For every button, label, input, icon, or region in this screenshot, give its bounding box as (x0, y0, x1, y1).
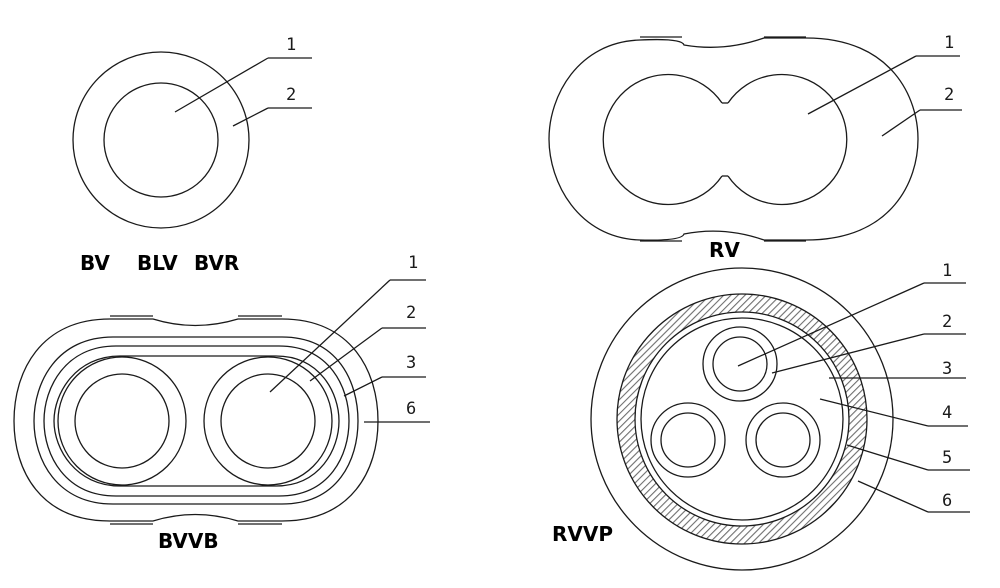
bv-leader-1 (174, 57, 269, 113)
bvvb-wrap-outer (43, 345, 350, 497)
rvvp-core-top-insulation (702, 326, 778, 402)
rvvp-label-1: 1 (942, 261, 952, 281)
rvvp-outer-sheath (590, 267, 894, 571)
bvvb-core-left-conductor (74, 373, 170, 469)
rvvp-label-5: 5 (942, 448, 952, 468)
bvvb-label-3: 3 (406, 353, 416, 373)
rvvp-core-top-conductor (712, 336, 768, 392)
rvvp-cable-section: 1 2 3 4 5 6 RVVP (552, 261, 970, 571)
bv-conductor (103, 82, 219, 198)
bvvb-wrap-inner (53, 355, 340, 487)
caption-blv: BLV (137, 251, 178, 275)
bv-leader-2 (232, 107, 269, 127)
rvvp-inner-sheath (640, 317, 844, 521)
caption-rv: RV (709, 238, 740, 262)
rvvp-label-6: 6 (942, 491, 952, 511)
bvvb-sheath-outer (13, 318, 379, 522)
rvvp-core-left-conductor (660, 412, 716, 468)
bv-insulation (72, 51, 250, 229)
rv-cable-section: 1 2 RV (548, 33, 962, 262)
bvvb-sheath-inner (33, 336, 359, 505)
rv-leader-2 (881, 109, 921, 137)
rvvp-leader-5 (846, 444, 929, 471)
bvvb-label-6: 6 (406, 399, 416, 419)
bvvb-label-1: 1 (408, 253, 418, 273)
rv-conductor-left (602, 73, 723, 206)
rv-leader-1 (807, 55, 917, 115)
rv-sheath-outline (548, 37, 919, 241)
rvvp-leader-2 (771, 333, 925, 374)
bvvb-cable-section: 1 2 3 6 BVVB (13, 253, 430, 553)
bvvb-leader-1 (269, 279, 391, 393)
rvvp-label-2: 2 (942, 312, 952, 332)
bvvb-leader-2 (309, 327, 383, 382)
rvvp-label-3: 3 (942, 359, 952, 379)
rvvp-leader-6 (857, 480, 929, 513)
caption-rvvp: RVVP (552, 522, 613, 546)
bvvb-core-right-conductor (220, 373, 316, 469)
caption-bvr: BVR (194, 251, 239, 275)
rv-label-2: 2 (944, 85, 954, 105)
bvvb-leader-3 (343, 376, 383, 397)
rv-label-1: 1 (944, 33, 954, 53)
bv-cable-section: 1 2 BV BLV BVR (72, 35, 312, 275)
rvvp-label-4: 4 (942, 403, 952, 423)
rvvp-leader-1 (737, 282, 925, 367)
caption-bvvb: BVVB (158, 529, 219, 553)
rvvp-braided-shield (616, 293, 868, 545)
bv-label-2: 2 (286, 85, 296, 105)
bvvb-core-left-insulation (57, 356, 187, 486)
bvvb-core-right-insulation (203, 356, 333, 486)
rvvp-leader-4 (819, 398, 929, 427)
bv-label-1: 1 (286, 35, 296, 55)
rvvp-core-right-insulation (745, 402, 821, 478)
caption-bv: BV (80, 251, 110, 275)
rv-conductor-right (727, 73, 848, 206)
rvvp-core-right-conductor (755, 412, 811, 468)
bvvb-label-2: 2 (406, 303, 416, 323)
rvvp-core-left-insulation (650, 402, 726, 478)
